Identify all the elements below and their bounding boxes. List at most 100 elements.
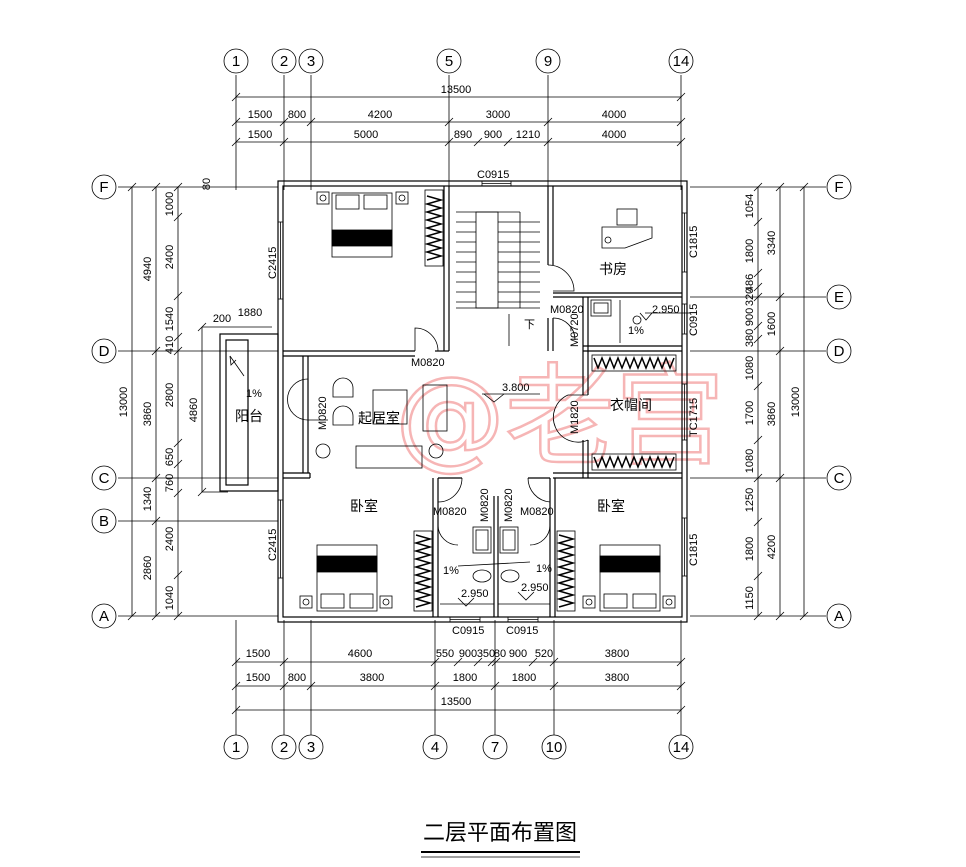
door-tag: M0720 [569,313,581,347]
dim-label: 13500 [441,696,472,708]
axis-label: 14 [673,739,690,756]
dim-label: 1000 [164,192,176,216]
dim-label: 1800 [744,537,756,561]
dim-label: 1500 [246,648,270,660]
dim-label: 760 [164,474,176,492]
axis-label: 5 [445,53,453,70]
window-tag: C0915 [452,625,484,637]
study-desk [601,208,653,249]
dim-label: 900 [459,648,477,660]
room-living: 起居室 [358,410,400,427]
axis-label: 4 [431,739,439,756]
dimension-lines-right [753,182,809,621]
dimension-text-top: 13500 1500 800 4200 3000 4000 1500 5000 … [248,84,626,141]
axis-label: 1 [232,53,240,70]
door-tag: M0820 [520,506,554,518]
dim-label: 80 [201,178,213,190]
door-tag: M0820 [550,304,584,316]
axis-label: 3 [307,53,315,70]
dim-label: 1080 [744,449,756,473]
stair-down-label: 下 [524,319,535,331]
staircase [456,211,540,346]
dim-label: 1500 [248,129,272,141]
dim-label: 1080 [744,356,756,380]
axis-grid [118,75,826,735]
window-tag: C2415 [267,529,279,561]
dim-label: 4860 [188,398,200,422]
wardrobe-right [556,530,576,612]
window-tag: C0915 [688,304,700,336]
axis-label: 10 [546,739,563,756]
balcony-outline [219,333,279,492]
dim-label: 350 [477,648,495,660]
dim-label: 900 [484,129,502,141]
axis-label: 9 [544,53,552,70]
dim-label: 2860 [142,556,154,580]
center-baths [440,526,550,605]
dim-label: 1540 [164,307,176,331]
dim-label: 80 [494,648,506,660]
dim-label: 4200 [766,535,778,559]
dim-label: 1150 [744,586,756,610]
dim-label: 1500 [246,672,270,684]
room-bedroom-right: 卧室 [597,498,625,515]
dim-label: 4000 [602,109,626,121]
bath-right-elevation: 2.950 [521,582,549,594]
window-tag: C0915 [506,625,538,637]
axis-label: 2 [280,739,288,756]
axis-label: 7 [491,739,499,756]
master-bed [316,191,409,258]
bath-left-elevation: 2.950 [461,588,489,600]
drawing-title: 二层平面布置图 [423,821,577,846]
axis-bubbles-left: F D C B A [91,174,117,629]
dim-label: 3800 [605,672,629,684]
axis-label: E [834,289,844,306]
dim-label: 200 [213,313,231,325]
dimension-text-left: 13000 4940 3860 1340 2860 1000 2400 1540… [118,178,262,610]
dim-label: 410 [164,336,176,354]
floor-elevation: 3.800 [502,382,530,394]
watermark: @老宫 [395,353,725,481]
dim-label: 1880 [238,307,262,319]
dim-label: 520 [535,648,553,660]
axis-label: 2 [280,53,288,70]
dim-label: 3800 [605,648,629,660]
window-tag: C0915 [477,169,509,181]
dim-label: 3860 [142,402,154,426]
dim-label: 3860 [766,402,778,426]
room-study: 书房 [599,262,627,278]
dim-label: 890 [454,129,472,141]
axis-label: D [99,343,110,360]
axis-bubbles-top: 1 2 3 5 9 14 [223,48,694,74]
dim-label: 13000 [790,387,802,418]
axis-label: 1 [232,739,240,756]
room-bedroom-left: 卧室 [350,498,378,515]
wardrobe-left [413,530,433,612]
axis-bubbles-right: F E D C A [826,174,852,629]
dimension-text-right: 13000 3340 1600 3860 4200 1054 1800 486 … [744,194,802,610]
dim-label: 486 [744,274,756,292]
dim-label: 4600 [348,648,372,660]
dim-label: 320 [744,288,756,306]
axis-label: C [834,470,845,487]
door-tag: M0820 [317,396,329,430]
doors [287,264,589,546]
dim-label: 4200 [368,109,392,121]
dim-label: 3340 [766,231,778,255]
closet-racks [591,354,677,471]
dim-label: 1040 [164,586,176,610]
door-tag: M0820 [411,357,445,369]
window-tag: TC1715 [688,398,700,437]
level-markers [457,312,690,607]
dim-label: 3000 [486,109,510,121]
dim-label: 1800 [512,672,536,684]
dim-label: 1250 [744,488,756,512]
dim-label: 1054 [744,194,756,218]
dim-label: 4940 [142,257,154,281]
dim-label: 1800 [744,239,756,263]
window-tag: C1815 [688,534,700,566]
window-tag: C2415 [267,247,279,279]
dim-label: 4000 [602,129,626,141]
door-tag: M0820 [479,488,491,522]
